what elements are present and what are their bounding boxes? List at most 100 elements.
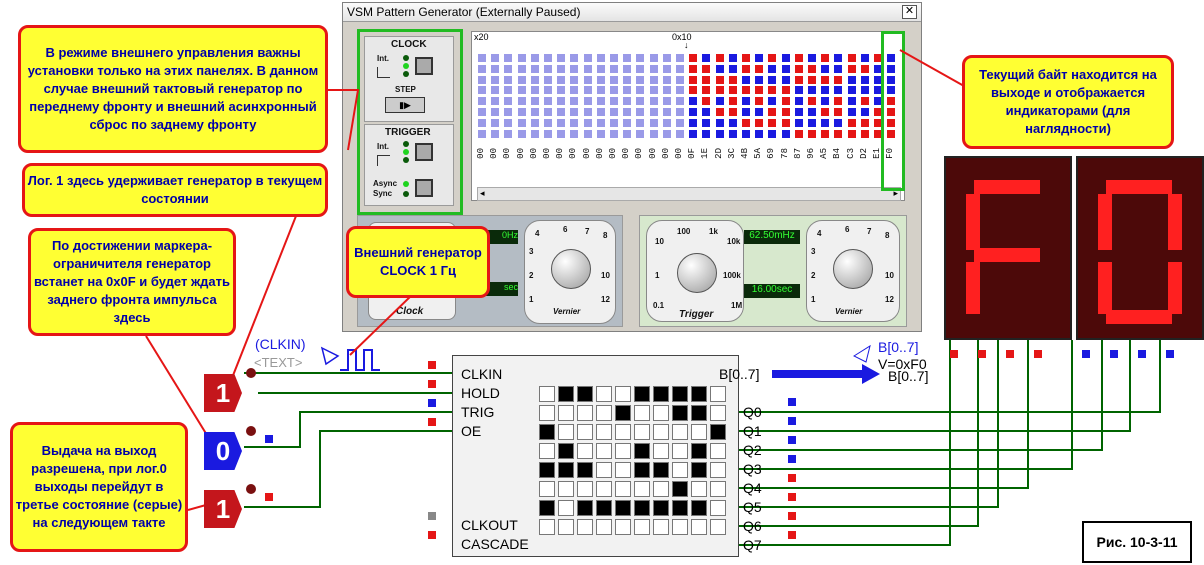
pattern-cell[interactable] bbox=[583, 118, 592, 127]
pattern-cell[interactable] bbox=[636, 129, 645, 138]
pattern-cell[interactable] bbox=[715, 108, 724, 116]
pattern-cell[interactable] bbox=[557, 86, 566, 95]
pattern-cell[interactable] bbox=[702, 97, 711, 106]
pattern-cell[interactable] bbox=[702, 75, 711, 84]
pattern-cell[interactable] bbox=[755, 64, 764, 73]
pattern-cell[interactable] bbox=[530, 118, 539, 127]
pattern-cell[interactable] bbox=[491, 86, 500, 95]
pattern-cell[interactable] bbox=[570, 86, 579, 95]
pattern-cell[interactable] bbox=[583, 86, 592, 95]
pattern-cell[interactable] bbox=[570, 118, 579, 127]
pattern-cell[interactable] bbox=[755, 129, 764, 138]
pattern-cell[interactable] bbox=[544, 86, 552, 95]
pattern-cell[interactable] bbox=[728, 97, 737, 106]
pattern-cell[interactable] bbox=[755, 118, 764, 127]
pattern-cell[interactable] bbox=[623, 97, 632, 106]
pattern-cell[interactable] bbox=[596, 86, 605, 95]
pattern-cell[interactable] bbox=[860, 86, 869, 95]
pattern-cell[interactable] bbox=[583, 64, 592, 73]
pattern-cell[interactable] bbox=[847, 64, 856, 73]
close-icon[interactable]: ✕ bbox=[902, 5, 917, 19]
pattern-cell[interactable] bbox=[874, 97, 882, 106]
pattern-cell[interactable] bbox=[794, 108, 803, 116]
pattern-cell[interactable] bbox=[623, 64, 632, 73]
pattern-cell[interactable] bbox=[742, 129, 750, 138]
pattern-cell[interactable] bbox=[530, 97, 539, 106]
pattern-cell[interactable] bbox=[860, 54, 869, 62]
logic-state-trig[interactable]: 0 bbox=[204, 432, 242, 470]
pattern-cell[interactable] bbox=[821, 118, 830, 127]
pattern-cell[interactable] bbox=[781, 54, 790, 62]
pattern-cell[interactable] bbox=[874, 129, 882, 138]
pattern-cell[interactable] bbox=[610, 97, 618, 106]
pattern-cell[interactable] bbox=[742, 54, 750, 62]
pattern-cell[interactable] bbox=[874, 54, 882, 62]
pattern-cell[interactable] bbox=[755, 108, 764, 116]
pattern-cell[interactable] bbox=[768, 118, 777, 127]
pattern-cell[interactable] bbox=[860, 129, 869, 138]
pattern-cell[interactable] bbox=[491, 118, 500, 127]
pattern-cell[interactable] bbox=[649, 108, 658, 116]
pattern-cell[interactable] bbox=[649, 97, 658, 106]
pattern-cell[interactable] bbox=[689, 54, 698, 62]
pattern-cell[interactable] bbox=[478, 129, 486, 138]
pattern-cell[interactable] bbox=[755, 86, 764, 95]
pattern-cell[interactable] bbox=[821, 86, 830, 95]
pattern-cell[interactable] bbox=[781, 129, 790, 138]
pattern-cell[interactable] bbox=[583, 54, 592, 62]
pattern-cell[interactable] bbox=[544, 64, 552, 73]
pattern-cell[interactable] bbox=[821, 75, 830, 84]
pattern-cell[interactable] bbox=[504, 129, 513, 138]
pattern-cell[interactable] bbox=[689, 86, 698, 95]
pattern-cell[interactable] bbox=[557, 129, 566, 138]
pattern-cell[interactable] bbox=[808, 54, 816, 62]
pattern-cell[interactable] bbox=[755, 54, 764, 62]
pattern-cell[interactable] bbox=[636, 108, 645, 116]
pattern-cell[interactable] bbox=[834, 108, 843, 116]
pattern-cell[interactable] bbox=[887, 54, 896, 62]
pattern-cell[interactable] bbox=[649, 75, 658, 84]
pattern-cell[interactable] bbox=[583, 97, 592, 106]
pattern-cell[interactable] bbox=[728, 54, 737, 62]
pattern-cell[interactable] bbox=[874, 108, 882, 116]
pattern-cell[interactable] bbox=[504, 118, 513, 127]
pattern-cell[interactable] bbox=[530, 64, 539, 73]
pattern-cell[interactable] bbox=[557, 108, 566, 116]
pattern-cell[interactable] bbox=[623, 108, 632, 116]
pattern-cell[interactable] bbox=[874, 75, 882, 84]
pattern-cell[interactable] bbox=[794, 64, 803, 73]
pattern-cell[interactable] bbox=[478, 75, 486, 84]
pattern-cell[interactable] bbox=[874, 64, 882, 73]
pattern-cell[interactable] bbox=[676, 75, 684, 84]
pattern-cell[interactable] bbox=[742, 108, 750, 116]
pattern-cell[interactable] bbox=[583, 129, 592, 138]
pattern-cell[interactable] bbox=[702, 64, 711, 73]
pattern-cell[interactable] bbox=[636, 75, 645, 84]
pattern-cell[interactable] bbox=[570, 75, 579, 84]
pattern-cell[interactable] bbox=[834, 97, 843, 106]
pattern-cell[interactable] bbox=[623, 118, 632, 127]
pattern-cell[interactable] bbox=[649, 86, 658, 95]
pattern-cell[interactable] bbox=[676, 129, 684, 138]
pattern-cell[interactable] bbox=[821, 54, 830, 62]
pattern-cell[interactable] bbox=[530, 75, 539, 84]
pattern-cell[interactable] bbox=[808, 97, 816, 106]
pattern-cell[interactable] bbox=[544, 118, 552, 127]
pattern-cell[interactable] bbox=[821, 64, 830, 73]
pattern-cell[interactable] bbox=[478, 108, 486, 116]
pattern-cell[interactable] bbox=[610, 86, 618, 95]
pattern-cell[interactable] bbox=[649, 129, 658, 138]
pattern-cell[interactable] bbox=[478, 64, 486, 73]
pattern-cell[interactable] bbox=[887, 64, 896, 73]
pattern-cell[interactable] bbox=[781, 118, 790, 127]
pattern-cell[interactable] bbox=[504, 75, 513, 84]
clock-mode-button[interactable] bbox=[415, 57, 433, 75]
pattern-cell[interactable] bbox=[623, 129, 632, 138]
pattern-generator-chip[interactable]: CLKIN HOLD TRIG OE CLKOUT CASCADE B[0..7… bbox=[452, 355, 762, 557]
pattern-cell[interactable] bbox=[794, 129, 803, 138]
pattern-cell[interactable] bbox=[794, 86, 803, 95]
pattern-cell[interactable] bbox=[478, 97, 486, 106]
pattern-cell[interactable] bbox=[610, 129, 618, 138]
pattern-cell[interactable] bbox=[847, 118, 856, 127]
sync-mode-button[interactable] bbox=[415, 179, 433, 197]
